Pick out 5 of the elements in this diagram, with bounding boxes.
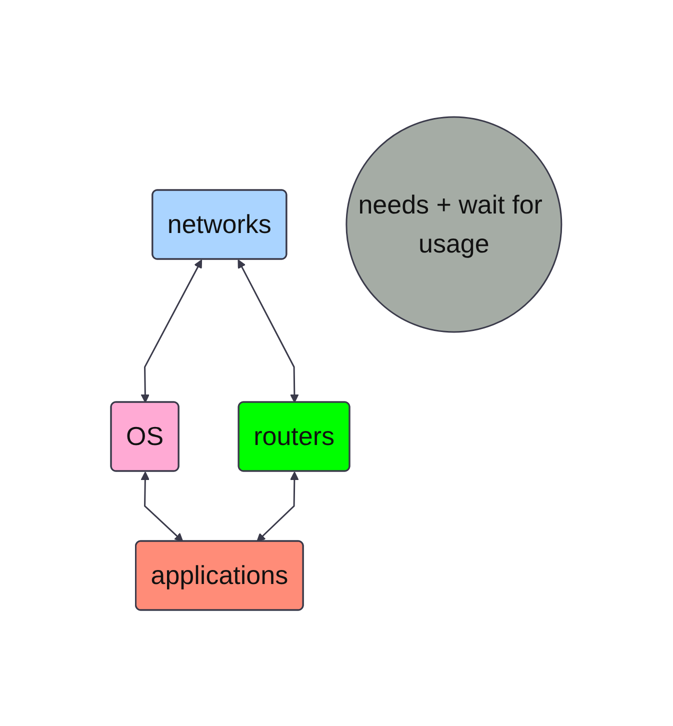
arrow [141, 258, 202, 402]
arrow [141, 471, 184, 542]
node-circle: needs + wait for usage [346, 116, 562, 332]
arrow [256, 471, 300, 542]
arrow [238, 258, 300, 402]
